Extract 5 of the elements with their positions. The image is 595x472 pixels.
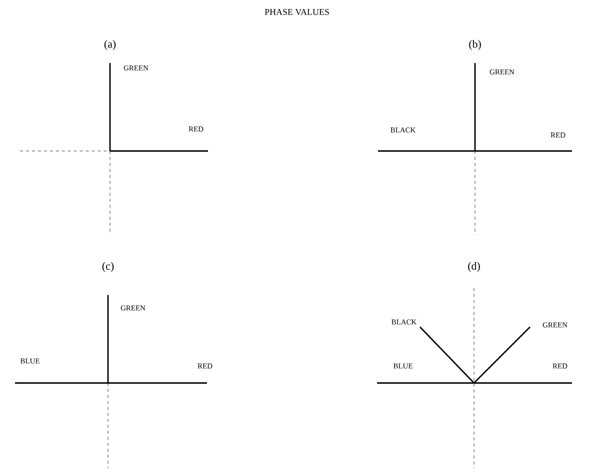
panel-label: (a) bbox=[104, 40, 116, 50]
panel-label: (b) bbox=[469, 40, 481, 50]
title: PHASE VALUES bbox=[264, 8, 329, 16]
panel-label: (d) bbox=[468, 262, 480, 272]
panel-label: (c) bbox=[102, 262, 114, 272]
